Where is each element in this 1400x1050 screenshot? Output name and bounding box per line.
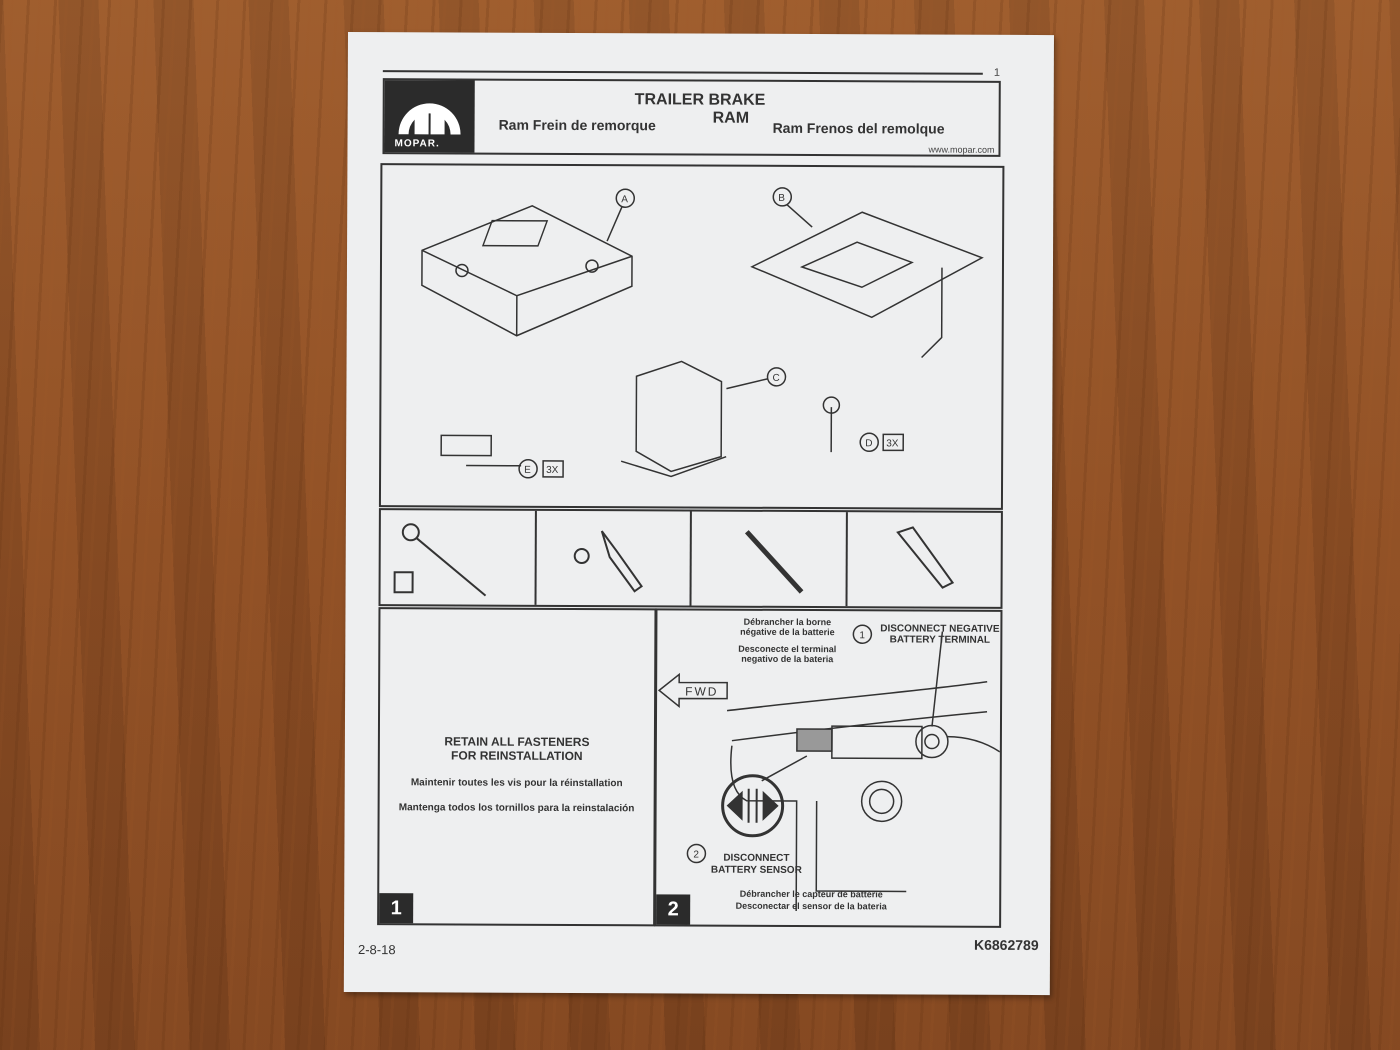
part-label-c: C <box>772 373 779 384</box>
fwd-label: FWD <box>685 684 718 698</box>
page-number: 1 <box>993 66 1000 79</box>
mopar-m-icon <box>398 103 461 135</box>
callout2-line2: BATTERY SENSOR <box>710 864 802 876</box>
callout1-line2: BATTERY TERMINAL <box>889 634 991 646</box>
screwdriver-tool <box>536 510 692 606</box>
callout2-number: 2 <box>693 850 699 861</box>
step2-es1-line2: negativo de la bateria <box>741 653 834 665</box>
utility-knife-icon <box>895 526 954 589</box>
battery-illustration: 1 2 FWD <box>657 624 1001 911</box>
step2-es2: Desconectar el sensor de la bateria <box>735 900 887 912</box>
trim-stick-tool <box>691 511 848 607</box>
step-number: 2 <box>656 894 691 925</box>
callout2-line1: DISCONNECT <box>723 852 790 864</box>
website: www.mopar.com <box>928 144 995 155</box>
step2-es1-line1: Desconecte el terminal <box>738 643 837 655</box>
title: TRAILER BRAKE <box>634 91 766 109</box>
part-qty-d: 3X <box>886 438 899 449</box>
step1-text-fr: Maintenir toutes les vis pour la réinsta… <box>410 777 623 790</box>
step2-fr1-line1: Débrancher la borne <box>743 616 832 628</box>
ratchet-socket-tool <box>380 510 537 605</box>
part-number: K6862789 <box>973 936 1039 954</box>
subtitle: RAM <box>712 109 750 127</box>
step1-heading-line2: FOR REINSTALLATION <box>451 748 583 764</box>
step1-text-es: Mantenga todos los tornillos para la rei… <box>398 802 635 815</box>
part-qty-e: 3X <box>546 465 559 476</box>
part-label-e: E <box>524 465 531 476</box>
part-label-a: A <box>621 194 628 205</box>
logo-text: MOPAR. <box>394 138 440 150</box>
revision-date: 2-8-18 <box>357 942 396 958</box>
step2-fr1-line2: négative de la batterie <box>740 626 835 638</box>
parts-panel: A B C D 3X E 3X <box>378 163 1005 510</box>
divider <box>382 70 983 75</box>
ratchet-icon <box>393 523 487 597</box>
step-number: 1 <box>379 893 414 924</box>
part-label-d: D <box>865 438 872 449</box>
tools-panel <box>378 508 1003 609</box>
mopar-logo: MOPAR. <box>384 80 475 153</box>
screwdriver-icon <box>573 530 643 593</box>
header: MOPAR. TRAILER BRAKE RAM Ram Frein de re… <box>382 78 1001 157</box>
step1-heading-line1: RETAIN ALL FASTENERS <box>444 734 590 750</box>
step-1-panel: RETAIN ALL FASTENERS FOR REINSTALLATION … <box>377 607 657 927</box>
callout1-line1: DISCONNECT NEGATIVE <box>880 623 1000 635</box>
part-label-b: B <box>778 193 785 204</box>
subtitle-es: Ram Frenos del remolque <box>772 119 945 137</box>
subtitle-fr: Ram Frein de remorque <box>498 116 656 134</box>
callout1-number: 1 <box>859 630 865 641</box>
step2-fr2: Débrancher le capteur de batterie <box>739 888 883 900</box>
utility-knife-tool <box>847 512 1001 607</box>
step-2-panel: 1 2 FWD Débrancher la borne négative de … <box>654 608 1003 928</box>
trim-stick-icon <box>744 530 804 594</box>
instruction-sheet: 1 MOPAR. TRAILER BRAKE RAM Ram Frein de … <box>343 32 1054 996</box>
parts-illustration: A B C D 3X E 3X <box>421 187 984 479</box>
